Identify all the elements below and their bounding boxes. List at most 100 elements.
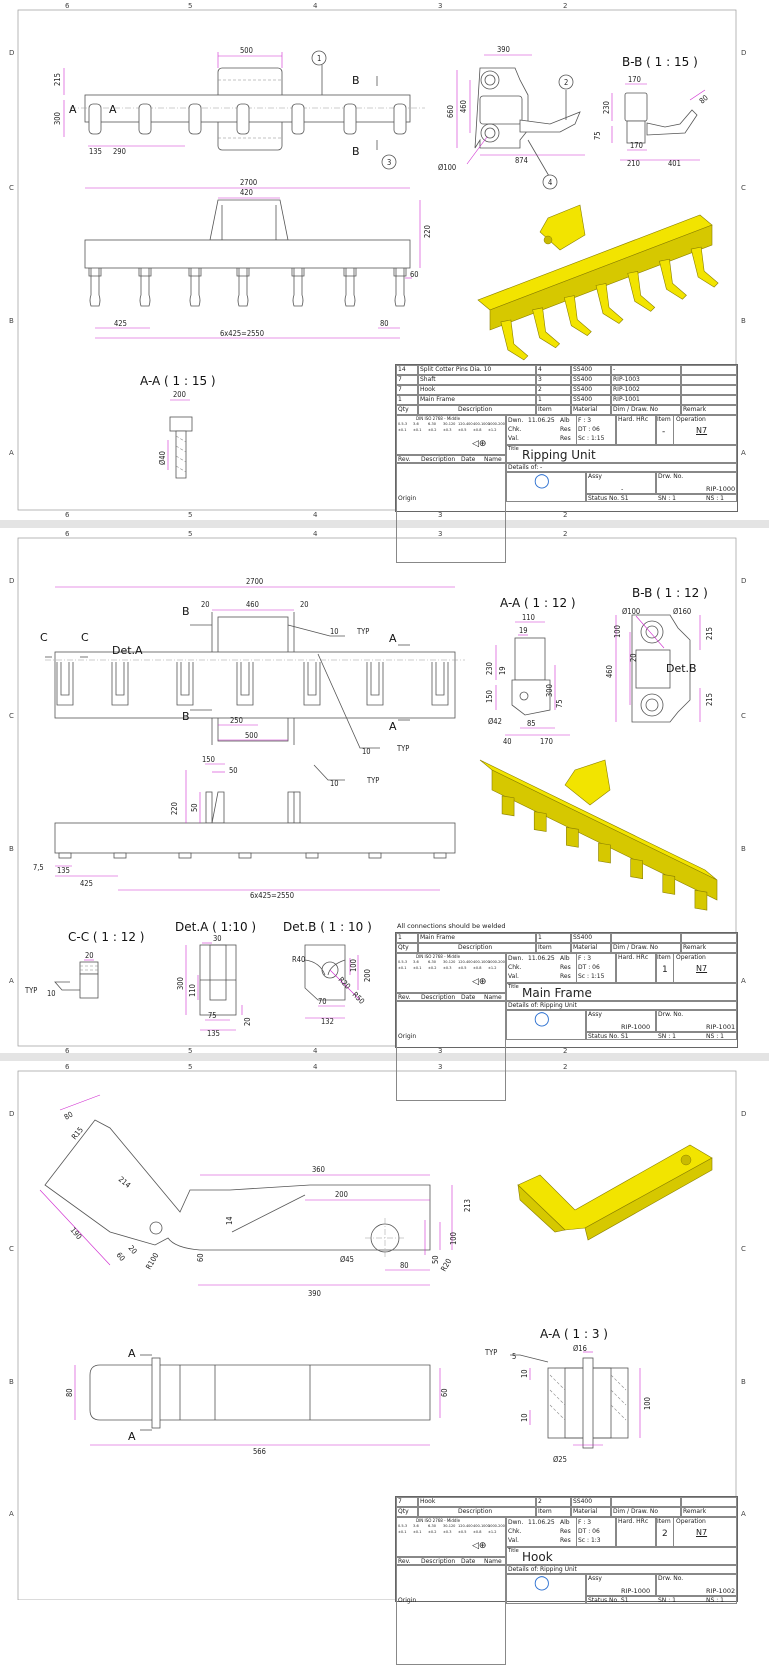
rev-header: Description — [421, 456, 456, 463]
title-block-text: 11.06.25 — [528, 417, 555, 424]
dimension-label: 110 — [188, 984, 197, 997]
title-block-cell — [571, 1507, 611, 1517]
view-title: A-A ( 1 : 15 ) — [140, 374, 216, 388]
hook-top — [88, 103, 102, 135]
title-block-cell — [616, 415, 656, 445]
title-block-text: Item — [657, 416, 671, 423]
bracket — [694, 889, 708, 911]
zone-row-label: A — [9, 449, 14, 457]
title-block-cell — [611, 405, 681, 415]
title-block-cell — [571, 385, 611, 395]
balloon — [311, 50, 327, 66]
zone-column-label: 2 — [563, 1063, 567, 1071]
hook — [532, 307, 561, 349]
section-a-a — [495, 621, 570, 736]
section-mark-a: A — [128, 1347, 136, 1360]
title-block-text: Dwn. — [508, 417, 524, 424]
tolerance-range: 0.5-3 — [398, 960, 408, 964]
dimension-label: 75 — [593, 131, 602, 140]
dimension-label: 420 — [240, 188, 253, 197]
item-number: - — [662, 427, 666, 437]
balloon-number: 2 — [564, 78, 568, 87]
title-block-cell — [656, 1517, 674, 1547]
sheet-border — [17, 537, 737, 1047]
title-block-cell — [506, 1010, 586, 1040]
bracket — [501, 795, 515, 817]
bom-cell: Main Frame — [420, 396, 455, 403]
title-block-cell — [418, 933, 536, 943]
zone-column-label: 3 — [438, 1063, 442, 1071]
section-a-a — [167, 399, 193, 479]
title-block-text: Alb — [560, 955, 570, 962]
title-block-cell — [396, 933, 418, 943]
top-view — [45, 586, 465, 781]
zone-column-label: 6 — [65, 1063, 70, 1071]
weld-note: All connections should be welded — [397, 922, 506, 930]
view-title: Det.A ( 1:10 ) — [175, 920, 256, 934]
title-block-cell — [681, 385, 737, 395]
surface-finish-symbol: N7 — [696, 426, 708, 435]
sheet-border — [17, 1070, 737, 1600]
title-block-cell — [506, 1001, 737, 1010]
dimension-label: 10 — [520, 1369, 529, 1378]
tolerance-value: ±1.2 — [488, 428, 497, 432]
weld-typ: TYP — [24, 986, 37, 995]
zone-column-label: 3 — [438, 1047, 442, 1055]
dimension-label: 300 — [176, 977, 185, 990]
dimension-label: 60 — [440, 1388, 449, 1397]
hook — [563, 295, 592, 337]
dimension-label: 425 — [114, 319, 127, 328]
dimension-label: 460 — [605, 665, 614, 678]
bom-cell: Hook — [420, 386, 436, 393]
item-number: 2 — [662, 1529, 668, 1539]
tolerance-value: ±0.2 — [428, 1530, 437, 1534]
title-block-text: Res — [560, 973, 571, 980]
tolerance-value: ±0.8 — [473, 966, 482, 970]
drawing-title: Hook — [522, 1550, 553, 1564]
dimension-label: 300 — [545, 684, 554, 697]
dimension-label: 14 — [225, 1216, 234, 1225]
dimension-label: 135 — [207, 1029, 220, 1038]
title-block-text: Hard. HRc — [618, 416, 649, 423]
title-block-text: Drw. No. — [658, 473, 684, 480]
detail-a — [185, 942, 243, 1031]
title-block-text: Alb — [560, 417, 570, 424]
zone-column-label: 2 — [563, 1047, 567, 1055]
dimension-label: 200 — [363, 969, 372, 982]
title-block-text: Origin — [398, 1597, 417, 1604]
section-mark-a: A — [389, 632, 397, 645]
title-block-cell — [681, 1507, 737, 1517]
bracket-pad — [305, 852, 319, 859]
title-block-cell — [396, 395, 418, 405]
tolerance-value: ±0.5 — [458, 966, 467, 970]
zone-row-label: D — [741, 577, 746, 585]
tolerance-range: 0.5-3 — [398, 422, 408, 426]
bom-header: Item — [538, 944, 552, 951]
bom-cell: Shaft — [420, 376, 436, 383]
title-block-cell — [536, 1497, 571, 1507]
dimension-label: 60 — [410, 270, 419, 279]
title-block-text: NS : 1 — [706, 1597, 724, 1604]
bom-cell: 2 — [538, 386, 542, 393]
hook-shank — [138, 268, 152, 307]
title-block-cell — [656, 415, 674, 445]
bracket-pad — [238, 852, 252, 859]
dimension-label: 100 — [449, 1232, 458, 1245]
bom-cell: Main Frame — [420, 934, 455, 941]
balloon-number: 3 — [387, 158, 391, 167]
bom-cell: SS400 — [573, 376, 593, 383]
bracket-block — [564, 759, 611, 806]
title-block-cell — [571, 933, 611, 943]
drawing-title: Ripping Unit — [522, 448, 596, 462]
title-block-cell — [418, 385, 536, 395]
company-logo-icon: ◯ — [534, 1011, 550, 1027]
tolerance-value: ±0.1 — [398, 1530, 407, 1534]
title-block-cell — [586, 1032, 737, 1040]
balloon — [558, 74, 574, 90]
dimension-label: 874 — [515, 156, 528, 165]
title-block-cell — [536, 943, 571, 953]
title-block-text: Status No. S1 — [588, 1597, 629, 1604]
weld-typ: TYP — [356, 627, 369, 636]
zone-row-label: B — [9, 845, 14, 853]
bracket-pad — [58, 852, 72, 859]
